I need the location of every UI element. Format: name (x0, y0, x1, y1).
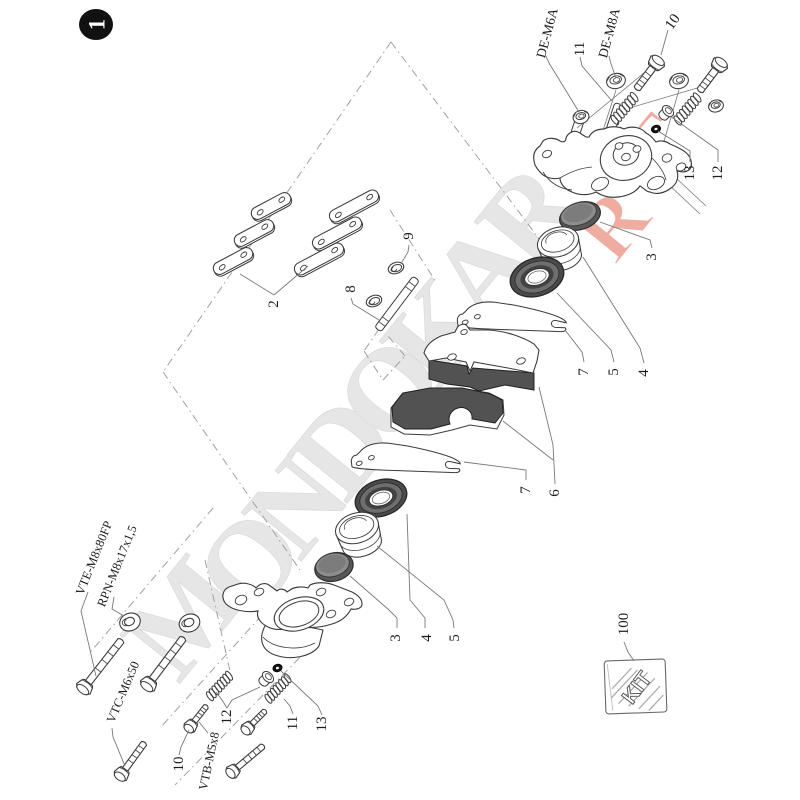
svg-text:100: 100 (616, 613, 632, 636)
svg-text:5: 5 (447, 634, 463, 642)
svg-text:12: 12 (710, 166, 726, 181)
svg-text:6: 6 (547, 489, 563, 497)
svg-text:11: 11 (285, 716, 301, 730)
svg-text:3: 3 (388, 634, 404, 642)
svg-text:7: 7 (518, 486, 534, 494)
svg-text:1: 1 (85, 19, 110, 31)
svg-text:2: 2 (266, 300, 282, 308)
svg-text:8: 8 (343, 285, 359, 293)
svg-text:3: 3 (644, 253, 660, 261)
svg-text:11: 11 (572, 42, 588, 56)
svg-text:10: 10 (171, 757, 187, 772)
svg-text:13: 13 (682, 166, 698, 181)
svg-text:12: 12 (219, 710, 235, 725)
svg-text:5: 5 (606, 368, 622, 376)
svg-text:13: 13 (314, 717, 330, 732)
svg-text:4: 4 (636, 369, 652, 377)
svg-text:9: 9 (401, 232, 417, 240)
svg-text:4: 4 (419, 634, 435, 642)
svg-text:7: 7 (576, 368, 592, 376)
